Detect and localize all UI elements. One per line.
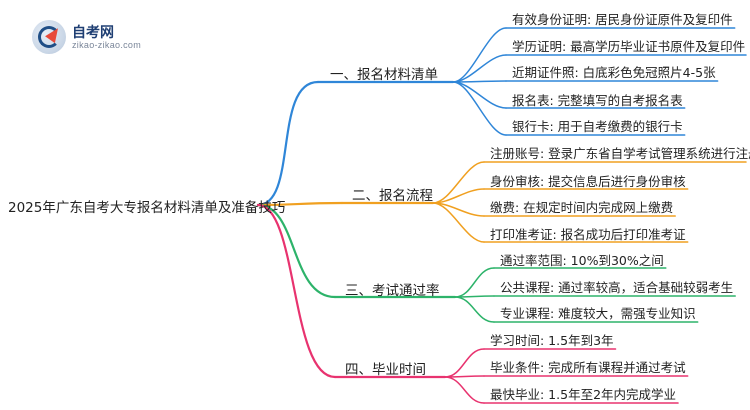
logo-url: zikao-zikao.com <box>72 40 142 50</box>
logo-icon <box>32 20 66 54</box>
branch-to-leaf-connector <box>454 296 495 323</box>
root-to-branch-connector <box>256 203 337 379</box>
root-to-branch-connector <box>256 203 337 299</box>
site-logo[interactable]: 自考网 zikao-zikao.com <box>32 18 202 54</box>
leaf-payment: 缴费: 在规定时间内完成网上缴费 <box>490 200 674 215</box>
root-to-branch-connector <box>256 201 344 207</box>
root-topic: 2025年广东自考大专报名材料清单及准备技巧 <box>8 200 286 216</box>
leaf-print-ticket: 打印准考证: 报名成功后打印准考证 <box>490 227 686 242</box>
leaf-education-proof: 学历证明: 最高学历毕业证书原件及复印件 <box>512 39 746 54</box>
leaf-rate-range: 通过率范围: 10%到30%之间 <box>500 253 664 268</box>
leaf-id-proof: 有效身份证明: 居民身份证原件及复印件 <box>512 12 733 27</box>
leaf-major-courses: 专业课程: 难度较大，需强专业知识 <box>500 306 696 321</box>
leaf-register: 注册账号: 登录广东省自学考试管理系统进行注册 <box>490 146 750 161</box>
leaf-fastest-graduation: 最快毕业: 1.5年至2年内完成学业 <box>490 387 677 402</box>
leaf-identity-review: 身份审核: 提交信息后进行身份审核 <box>490 174 686 189</box>
branch-label-graduation: 四、毕业时间 <box>345 362 426 378</box>
branch-label-process: 二、报名流程 <box>352 188 433 204</box>
leaf-form: 报名表: 完整填写的自考报名表 <box>512 93 683 108</box>
branch-to-leaf-connector <box>454 267 495 298</box>
leaf-study-time: 学习时间: 1.5年到3年 <box>490 333 614 348</box>
branch-to-leaf-connector <box>452 27 507 83</box>
branch-to-leaf-connector <box>452 81 507 136</box>
leaf-graduation-condition: 毕业条件: 完成所有课程并通过考试 <box>490 360 686 375</box>
branch-to-leaf-connector <box>444 348 485 378</box>
branch-to-leaf-connector <box>432 202 485 243</box>
leaf-bank-card: 银行卡: 用于自考缴费的银行卡 <box>512 119 683 134</box>
branch-to-leaf-connector <box>444 376 485 404</box>
branch-label-materials: 一、报名材料清单 <box>330 67 438 83</box>
leaf-photo: 近期证件照: 白底彩色免冠照片4-5张 <box>512 65 716 80</box>
root-to-branch-connector <box>256 80 320 207</box>
branch-label-pass-rate: 三、考试通过率 <box>345 283 440 299</box>
logo-name: 自考网 <box>72 25 114 41</box>
branch-to-leaf-connector <box>432 161 485 204</box>
leaf-public-courses: 公共课程: 通过率较高，适合基础较弱考生 <box>500 280 734 295</box>
